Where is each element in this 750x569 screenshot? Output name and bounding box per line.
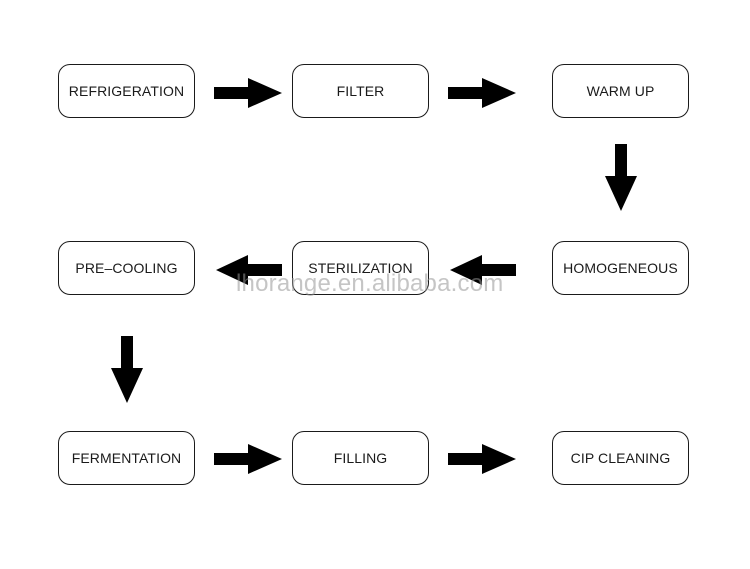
step-sterilization: STERILIZATION (292, 241, 429, 295)
step-cip-cleaning-label: CIP CLEANING (570, 450, 671, 466)
step-fermentation: FERMENTATION (58, 431, 195, 485)
arrow-right-4 (448, 444, 516, 474)
arrow-down-1 (605, 144, 637, 211)
arrow-left-2 (216, 255, 282, 285)
step-fermentation-label: FERMENTATION (71, 450, 182, 466)
step-filling: FILLING (292, 431, 429, 485)
arrow-right-2 (448, 78, 516, 108)
arrow-right-3 (214, 444, 282, 474)
step-pre-cooling: PRE–COOLING (58, 241, 195, 295)
step-refrigeration: REFRIGERATION (58, 64, 195, 118)
arrow-down-2 (111, 336, 143, 403)
step-filter-label: FILTER (336, 83, 385, 99)
step-filling-label: FILLING (333, 450, 388, 466)
step-cip-cleaning: CIP CLEANING (552, 431, 689, 485)
step-warm-up: WARM UP (552, 64, 689, 118)
arrow-right-1 (214, 78, 282, 108)
step-homogeneous: HOMOGENEOUS (552, 241, 689, 295)
step-filter: FILTER (292, 64, 429, 118)
step-warm-up-label: WARM UP (586, 83, 655, 99)
step-homogeneous-label: HOMOGENEOUS (563, 260, 678, 276)
arrow-left-1 (450, 255, 516, 285)
step-sterilization-label: STERILIZATION (308, 260, 413, 276)
step-refrigeration-label: REFRIGERATION (68, 83, 185, 99)
step-pre-cooling-label: PRE–COOLING (75, 260, 178, 276)
